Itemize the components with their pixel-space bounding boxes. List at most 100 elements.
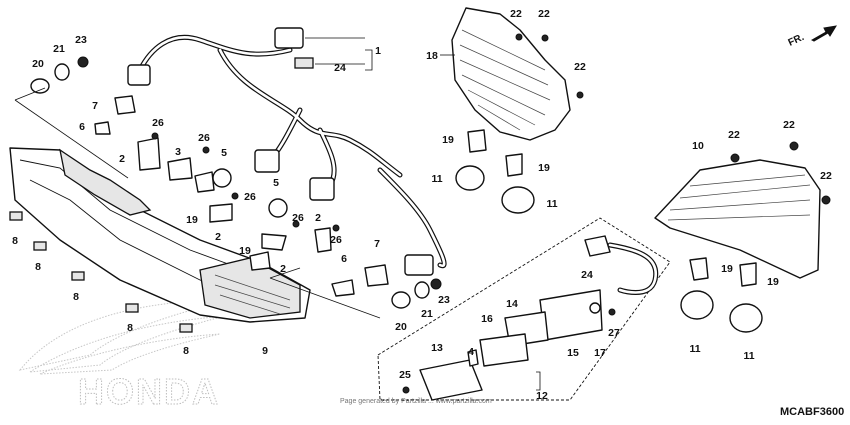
connector-24b [584, 235, 611, 257]
callout-19: 19 [538, 162, 550, 174]
socket-7a [114, 95, 136, 115]
rear-combination-light [9, 147, 311, 323]
cushion-8d [125, 303, 139, 313]
front-direction-arrow: FR. [787, 25, 837, 49]
honda-wing-logo: HONDA [18, 299, 231, 413]
callouts: 1 24 18 22 22 22 20 21 23 7 6 26 26 2 3 … [12, 8, 832, 402]
bulb-19b [249, 251, 271, 271]
callout-12: 12 [536, 390, 548, 402]
callout-19: 19 [442, 134, 454, 146]
callout-7: 7 [374, 238, 380, 250]
bulb-6a [94, 121, 111, 135]
callout-8: 8 [127, 322, 133, 334]
callout-11: 11 [431, 173, 442, 185]
screw-22c [576, 91, 584, 99]
callout-22: 22 [783, 119, 795, 131]
callout-1: 1 [375, 45, 381, 57]
callout-18: 18 [426, 50, 438, 62]
bulb-6b [331, 279, 355, 297]
figure-code: MCABF3600 [780, 406, 844, 418]
screw-26e [332, 224, 340, 232]
callout-4: 4 [468, 346, 474, 358]
socket-5b [268, 198, 288, 218]
grommet-20b [391, 291, 411, 309]
screw-22a [515, 33, 523, 41]
callout-27: 27 [608, 327, 620, 339]
cushion-8e [179, 323, 193, 333]
callout-11: 11 [546, 198, 557, 210]
screw-26c [231, 192, 239, 200]
brand-wordmark: HONDA [78, 371, 220, 412]
fr-label: FR. [787, 32, 806, 49]
callout-20: 20 [32, 58, 44, 70]
callout-3: 3 [175, 146, 181, 158]
callout-22: 22 [728, 129, 740, 141]
callout-2: 2 [280, 263, 286, 275]
callout-9: 9 [262, 345, 268, 357]
bracket-2c [261, 233, 287, 251]
callout-16: 16 [481, 313, 493, 325]
screw-26b [202, 146, 210, 154]
callout-22: 22 [510, 8, 522, 20]
nut-21a [54, 63, 70, 81]
screw-23a [77, 56, 89, 68]
callout-15: 15 [567, 347, 579, 359]
callout-19: 19 [721, 263, 733, 275]
socket-11c [680, 290, 714, 320]
bracket-2a [137, 137, 161, 171]
callout-26: 26 [292, 212, 304, 224]
callout-11: 11 [689, 343, 700, 355]
bulb-19a [194, 171, 215, 193]
cushion-8b [33, 241, 47, 251]
bracket-2d [314, 227, 332, 253]
screw-23b [430, 278, 442, 290]
harness-connector-bottom [404, 254, 434, 276]
callout-26: 26 [244, 191, 256, 203]
cushion-8c [71, 271, 85, 281]
callout-22: 22 [538, 8, 550, 20]
leader-lines [14, 37, 541, 391]
callout-19: 19 [186, 214, 198, 226]
callout-8: 8 [12, 235, 18, 247]
callout-8: 8 [35, 261, 41, 273]
bulb-19d [505, 153, 523, 177]
screw-22d [730, 153, 740, 163]
callout-26: 26 [198, 132, 210, 144]
cushion-8a [9, 211, 23, 221]
socket-11a [455, 165, 485, 191]
screw-22e [789, 141, 799, 151]
callout-8: 8 [73, 291, 79, 303]
bulb-4 [467, 349, 479, 367]
socket-11b [501, 186, 535, 214]
callout-5: 5 [221, 147, 227, 159]
license-lens-13 [419, 359, 483, 401]
callout-2: 2 [315, 212, 321, 224]
license-light-base-15 [539, 289, 603, 341]
callout-22: 22 [574, 61, 586, 73]
socket-11d [729, 303, 763, 333]
callout-10: 10 [692, 140, 704, 152]
screw-27 [608, 308, 616, 316]
callout-20: 20 [395, 321, 407, 333]
nut-21b [414, 281, 430, 299]
harness-connector-mid [309, 177, 335, 201]
middle-sockets [455, 129, 535, 214]
callout-2: 2 [119, 153, 125, 165]
right-side-lens [654, 141, 831, 333]
left-small-parts [9, 56, 442, 333]
socket-5a [212, 168, 232, 188]
grommet-20a [30, 78, 50, 94]
upper-light-lens [451, 7, 584, 141]
callout-23: 23 [75, 34, 87, 46]
screw-25 [402, 386, 410, 394]
socket-7b [364, 264, 389, 287]
callout-24: 24 [334, 62, 346, 74]
harness-connector-mid-left [254, 149, 280, 173]
bulb-19f [739, 262, 757, 287]
callout-26: 26 [330, 234, 342, 246]
callout-14: 14 [506, 298, 518, 310]
screw-26d [292, 220, 300, 228]
callout-23: 23 [438, 294, 450, 306]
callout-11: 11 [743, 350, 754, 362]
